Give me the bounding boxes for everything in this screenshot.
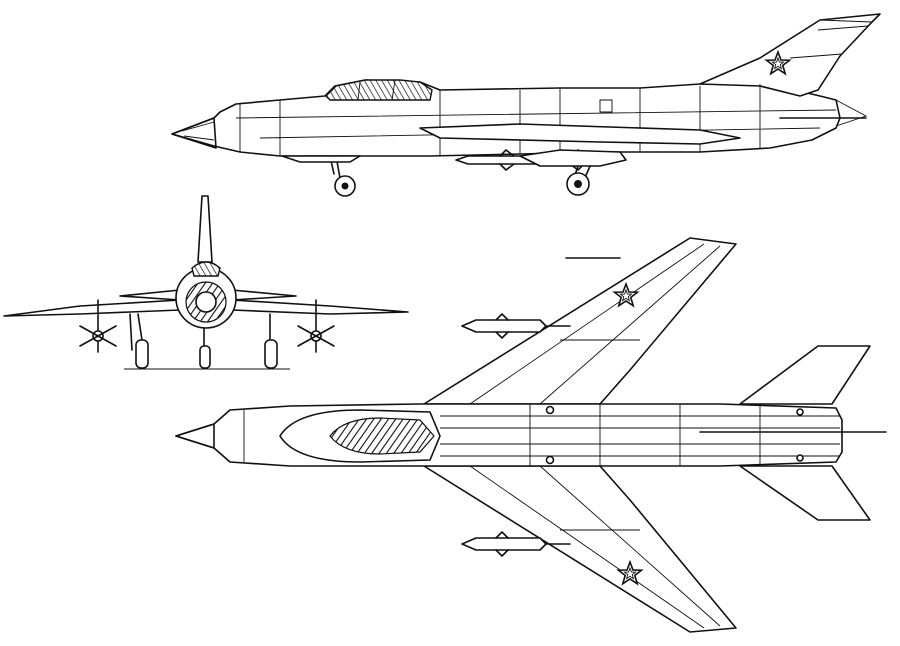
top-missile-lower — [461, 531, 571, 557]
side-nose-cone — [171, 117, 217, 149]
front-wing-left — [3, 299, 191, 317]
side-main-gear — [566, 165, 591, 196]
top-missile-upper — [461, 313, 571, 339]
top-wing-upper — [423, 237, 737, 405]
side-view — [171, 13, 881, 197]
top-panel-lines — [243, 404, 840, 466]
side-nose-gear — [329, 155, 356, 197]
top-wing-lower — [423, 465, 737, 633]
side-vertical-tail — [699, 13, 881, 97]
top-fuselage — [175, 403, 843, 467]
front-missile-right — [297, 299, 335, 353]
front-main-gear-right — [264, 313, 278, 369]
side-fuselage — [171, 79, 841, 157]
top-nose-cone — [175, 423, 215, 449]
top-cockpit — [329, 417, 435, 455]
front-fin — [197, 195, 213, 263]
side-wing — [419, 123, 741, 145]
front-nose-gear — [199, 327, 211, 369]
front-missile-left — [79, 299, 117, 353]
side-canopy — [325, 79, 433, 101]
top-stabilizer-lower — [739, 465, 871, 521]
front-main-gear-left — [129, 313, 149, 369]
top-view — [175, 237, 887, 633]
front-wing-right — [221, 299, 409, 315]
side-ventral-tank — [519, 149, 627, 167]
top-stabilizer-upper — [739, 345, 871, 405]
front-intake-cone — [195, 291, 217, 313]
front-view — [3, 195, 409, 370]
